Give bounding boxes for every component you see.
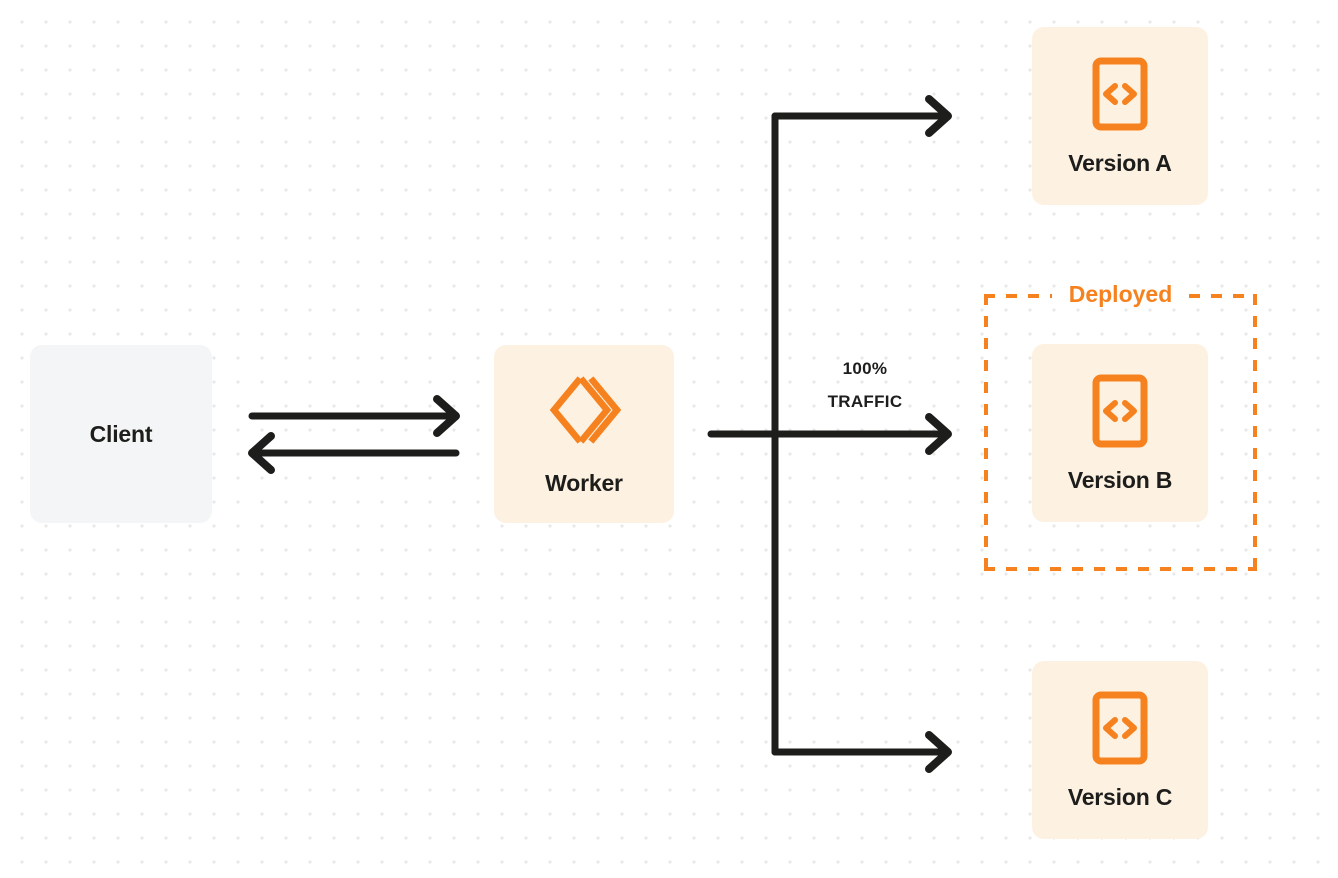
code-brackets-icon bbox=[1092, 691, 1148, 770]
deployed-border-right bbox=[1253, 294, 1257, 571]
node-version-c[interactable]: Version C bbox=[1032, 661, 1208, 839]
connector-worker-to-version-c bbox=[771, 731, 952, 773]
traffic-annotation: 100% TRAFFIC bbox=[790, 352, 940, 418]
node-client[interactable]: Client bbox=[30, 345, 212, 523]
code-brackets-icon bbox=[1092, 374, 1148, 453]
node-version-c-label: Version C bbox=[1067, 784, 1173, 810]
connector-worker-to-version-b bbox=[707, 413, 952, 455]
code-brackets-icon bbox=[1092, 57, 1148, 136]
deployed-border-top-left bbox=[984, 294, 1052, 298]
cloudflare-workers-logo-icon bbox=[547, 373, 622, 452]
node-worker[interactable]: Worker bbox=[494, 345, 674, 523]
deployed-border-top-right bbox=[1189, 294, 1257, 298]
connector-worker-to-version-a bbox=[771, 95, 952, 137]
node-version-b[interactable]: Version B bbox=[1032, 344, 1208, 522]
node-client-label: Client bbox=[89, 420, 153, 447]
node-version-b-label: Version B bbox=[1067, 467, 1173, 493]
deployed-group: Deployed bbox=[984, 280, 1257, 571]
deployed-border-bottom bbox=[984, 567, 1257, 571]
node-worker-label: Worker bbox=[545, 470, 623, 496]
node-version-a[interactable]: Version A bbox=[1032, 27, 1208, 205]
connector-worker-to-client bbox=[248, 432, 460, 474]
traffic-percent: 100% bbox=[842, 359, 888, 378]
deployed-border-left bbox=[984, 294, 988, 571]
traffic-caption: TRAFFIC bbox=[827, 392, 903, 412]
deployed-group-label: Deployed bbox=[1059, 280, 1182, 308]
node-version-a-label: Version A bbox=[1068, 150, 1172, 176]
connector-client-to-worker bbox=[248, 395, 460, 437]
